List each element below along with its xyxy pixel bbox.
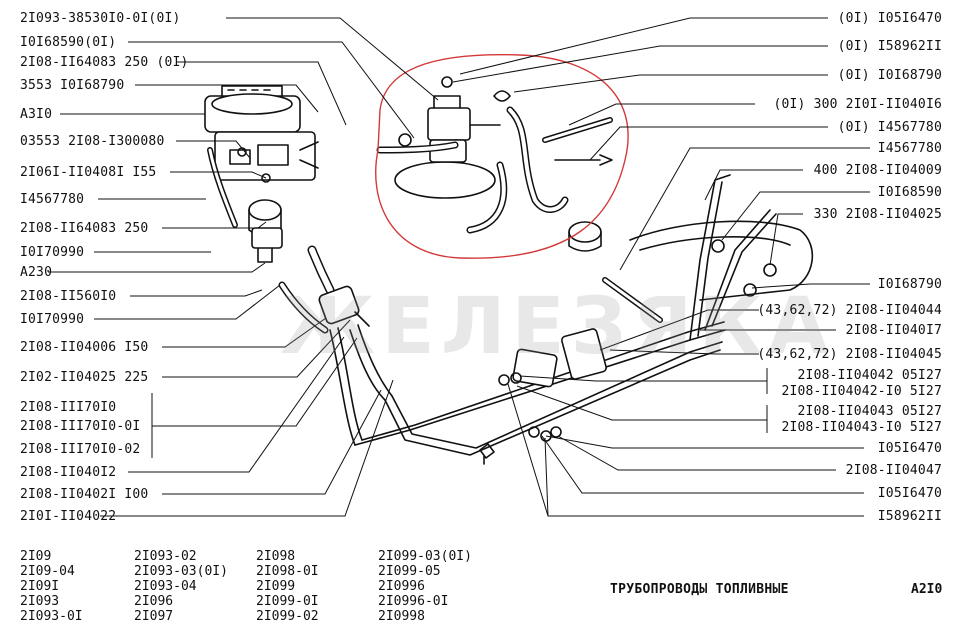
left-callout-label: A3I0 — [20, 107, 53, 122]
model-code: 2I093 — [20, 594, 60, 609]
right-callout-label: (0I) I05I6470 — [837, 11, 942, 26]
right-callout-label: 2I08-II04042 05I27 — [797, 368, 942, 383]
right-callout-label: (0I) 300 2I0I-II040I6 — [773, 97, 942, 112]
page-code: A2I0 — [911, 582, 943, 597]
watermark-text: ЖЕЛЕЗЯКА — [280, 282, 835, 372]
model-code: 2I093-0I — [20, 609, 83, 624]
right-callout-label: (0I) I0I68790 — [837, 68, 942, 83]
model-code: 2I0996-0I — [378, 594, 449, 609]
left-callout-label: 2I06I-II0408I I55 — [20, 165, 157, 180]
drawing-title: ТРУБОПРОВОДЫ ТОПЛИВНЫЕ — [610, 582, 789, 597]
right-callout-label: I05I6470 — [877, 441, 942, 456]
highlight-circle — [375, 53, 629, 259]
right-callout-label: I4567780 — [877, 141, 942, 156]
right-callout-label: 2I08-II04047 — [845, 463, 942, 478]
left-callout-label: 2I08-II64083 250 — [20, 221, 149, 236]
left-callout-label: 2I08-III70I0-0I — [20, 419, 141, 434]
left-callout-label: 2I08-II560I0 — [20, 289, 117, 304]
model-code: 2I09I — [20, 579, 60, 594]
left-leader-lines — [48, 17, 439, 517]
left-callout-label: I4567780 — [20, 192, 85, 207]
model-code: 2I099 — [256, 579, 296, 594]
model-code: 2I093-04 — [134, 579, 197, 594]
fuel-pump-drawing — [248, 199, 283, 263]
model-code: 2I097 — [134, 609, 174, 624]
right-callout-label: (43,62,72) 2I08-II04045 — [757, 347, 942, 362]
left-callout-label: 2I02-II04025 225 — [20, 370, 149, 385]
model-code: 2I093-02 — [134, 549, 197, 564]
left-callout-label: 2I08-III70I0 — [20, 400, 117, 415]
right-callout-label: (43,62,72) 2I08-II04044 — [757, 303, 942, 318]
model-code: 2I099-0I — [256, 594, 319, 609]
left-callout-label: A230 — [20, 265, 53, 280]
right-callout-label: I0I68790 — [877, 277, 942, 292]
model-code: 2I09-04 — [20, 564, 75, 579]
left-callout-label: 2I0I-II04022 — [20, 509, 117, 524]
model-code: 2I099-03(0I) — [378, 549, 472, 564]
model-code: 2I096 — [134, 594, 174, 609]
model-code: 2I093-03(0I) — [134, 564, 228, 579]
right-callout-label: 2I08-II040I7 — [845, 323, 942, 338]
right-callout-label: 330 2I08-II04025 — [813, 207, 942, 222]
left-callout-label: 2I08-II64083 250 (0I) — [20, 55, 189, 70]
left-callout-label: 2I08-II0402I I00 — [20, 487, 149, 502]
model-code: 2I098 — [256, 549, 296, 564]
detail-view-drawing — [376, 76, 613, 252]
left-callout-label: 2I08-II040I2 — [20, 465, 117, 480]
right-callout-label: I05I6470 — [877, 486, 942, 501]
right-callout-label: I58962II — [877, 509, 942, 524]
right-callout-label: (0I) I4567780 — [837, 120, 942, 135]
left-callout-label: 2I08-II04006 I50 — [20, 340, 149, 355]
right-callout-label: I0I68590 — [877, 185, 942, 200]
carburetor-drawing — [204, 85, 319, 183]
right-callout-label: 2I08-II04042-I0 5I27 — [781, 384, 942, 399]
model-code: 2I0998 — [378, 609, 425, 624]
right-leader-lines — [452, 17, 870, 517]
left-callout-label: 2I093-38530I0-0I(0I) — [20, 11, 181, 26]
left-callout-label: 2I08-III70I0-02 — [20, 442, 141, 457]
fuel-filter-drawing — [318, 285, 370, 327]
left-callout-label: I0I70990 — [20, 312, 85, 327]
left-callout-label: I0I68590(0I) — [20, 35, 117, 50]
right-callout-label: 2I08-II04043-I0 5I27 — [781, 420, 942, 435]
left-callout-label: I0I70990 — [20, 245, 85, 260]
right-callout-label: (0I) I58962II — [837, 39, 942, 54]
right-callout-label: 400 2I08-II04009 — [813, 163, 942, 178]
left-callout-label: 03553 2I08-I300080 — [20, 134, 165, 149]
model-code: 2I0996 — [378, 579, 425, 594]
model-code: 2I09 — [20, 549, 52, 564]
model-code: 2I099-02 — [256, 609, 319, 624]
left-callout-label: 3553 I0I68790 — [20, 78, 125, 93]
model-code: 2I099-05 — [378, 564, 441, 579]
model-code: 2I098-0I — [256, 564, 319, 579]
right-callout-label: 2I08-II04043 05I27 — [797, 404, 942, 419]
